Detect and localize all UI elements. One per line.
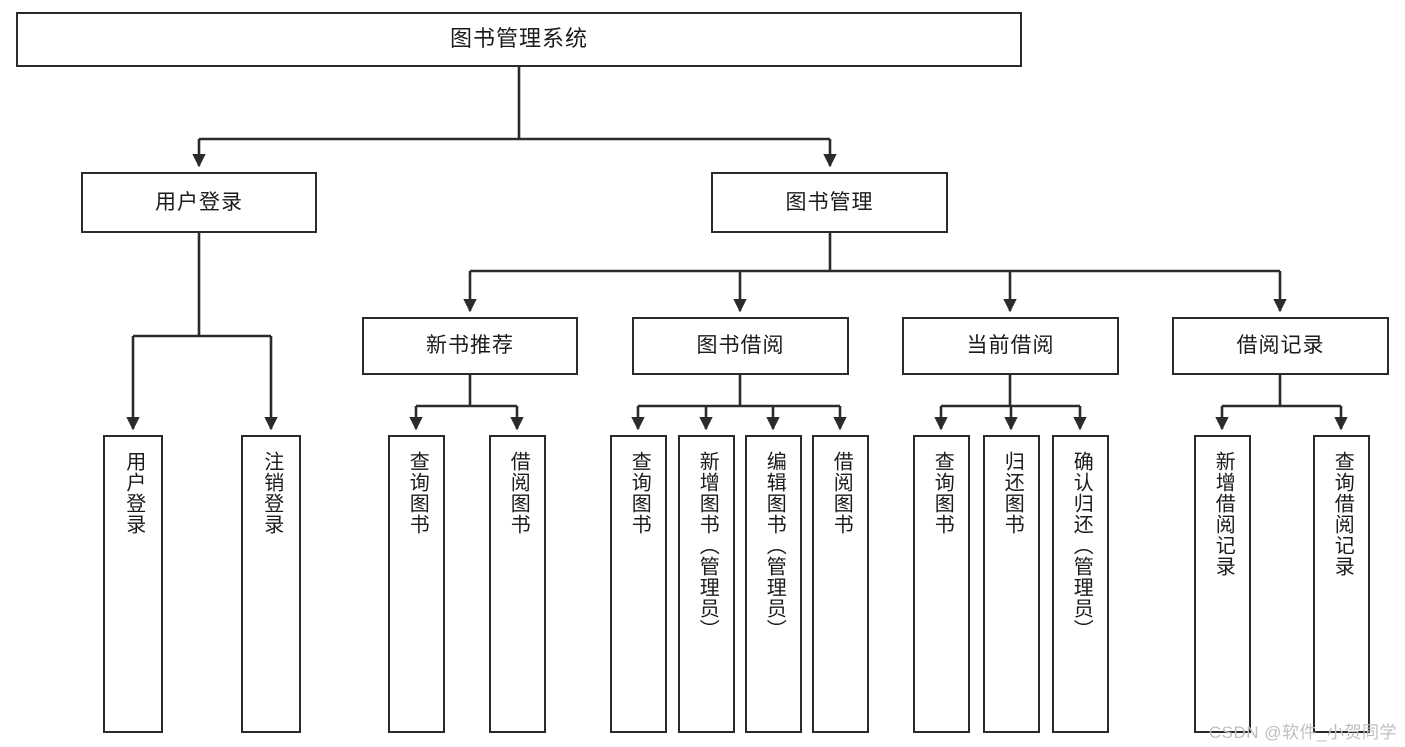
leaf-user-logout[interactable]: 注销登录 bbox=[241, 435, 301, 733]
leaf-confirm-return-admin[interactable]: 确认归还（管理员） bbox=[1052, 435, 1109, 733]
node-label: 图书管理系统 bbox=[449, 26, 588, 52]
leaf-query-book-recommendation[interactable]: 查询图书 bbox=[388, 435, 445, 733]
node-label: 新增借阅记录 bbox=[1212, 451, 1235, 577]
node-label: 注销登录 bbox=[260, 451, 283, 535]
node-new-book-recommendation[interactable]: 新书推荐 bbox=[362, 317, 578, 375]
node-label: 编辑图书（管理员） bbox=[763, 451, 786, 640]
node-label: 借阅图书 bbox=[830, 451, 853, 535]
node-borrow-record[interactable]: 借阅记录 bbox=[1172, 317, 1389, 375]
csdn-watermark: CSDN @软件_小贺同学 bbox=[1208, 723, 1397, 742]
node-book-management[interactable]: 图书管理 bbox=[711, 172, 948, 233]
leaf-borrow-book[interactable]: 借阅图书 bbox=[812, 435, 869, 733]
node-label: 查询图书 bbox=[628, 451, 651, 535]
node-user-login[interactable]: 用户登录 bbox=[81, 172, 317, 233]
leaf-user-login[interactable]: 用户登录 bbox=[103, 435, 163, 733]
node-label: 新书推荐 bbox=[426, 334, 514, 358]
node-label: 借阅记录 bbox=[1236, 334, 1325, 358]
node-label: 当前借阅 bbox=[966, 334, 1055, 358]
node-label: 查询图书 bbox=[931, 451, 954, 535]
node-label: 借阅图书 bbox=[507, 451, 530, 535]
leaf-query-borrow-record[interactable]: 查询借阅记录 bbox=[1313, 435, 1370, 733]
leaf-query-book-borrow[interactable]: 查询图书 bbox=[610, 435, 667, 733]
leaf-return-book[interactable]: 归还图书 bbox=[983, 435, 1040, 733]
leaf-edit-book-admin[interactable]: 编辑图书（管理员） bbox=[745, 435, 802, 733]
leaf-query-book-current[interactable]: 查询图书 bbox=[913, 435, 970, 733]
node-label: 用户登录 bbox=[155, 190, 243, 214]
leaf-add-book-admin[interactable]: 新增图书（管理员） bbox=[678, 435, 735, 733]
leaf-add-borrow-record[interactable]: 新增借阅记录 bbox=[1194, 435, 1251, 733]
node-label: 新增图书（管理员） bbox=[696, 451, 719, 640]
node-current-borrow[interactable]: 当前借阅 bbox=[902, 317, 1119, 375]
leaf-borrow-book-recommendation[interactable]: 借阅图书 bbox=[489, 435, 546, 733]
node-book-borrow[interactable]: 图书借阅 bbox=[632, 317, 849, 375]
node-label: 图书管理 bbox=[785, 190, 874, 214]
node-label: 归还图书 bbox=[1001, 451, 1024, 535]
node-label: 确认归还（管理员） bbox=[1070, 451, 1093, 640]
node-label: 图书借阅 bbox=[696, 334, 785, 358]
node-label: 查询借阅记录 bbox=[1331, 451, 1354, 577]
node-label: 用户登录 bbox=[122, 451, 145, 535]
node-root-system[interactable]: 图书管理系统 bbox=[16, 12, 1022, 67]
node-label: 查询图书 bbox=[406, 451, 429, 535]
